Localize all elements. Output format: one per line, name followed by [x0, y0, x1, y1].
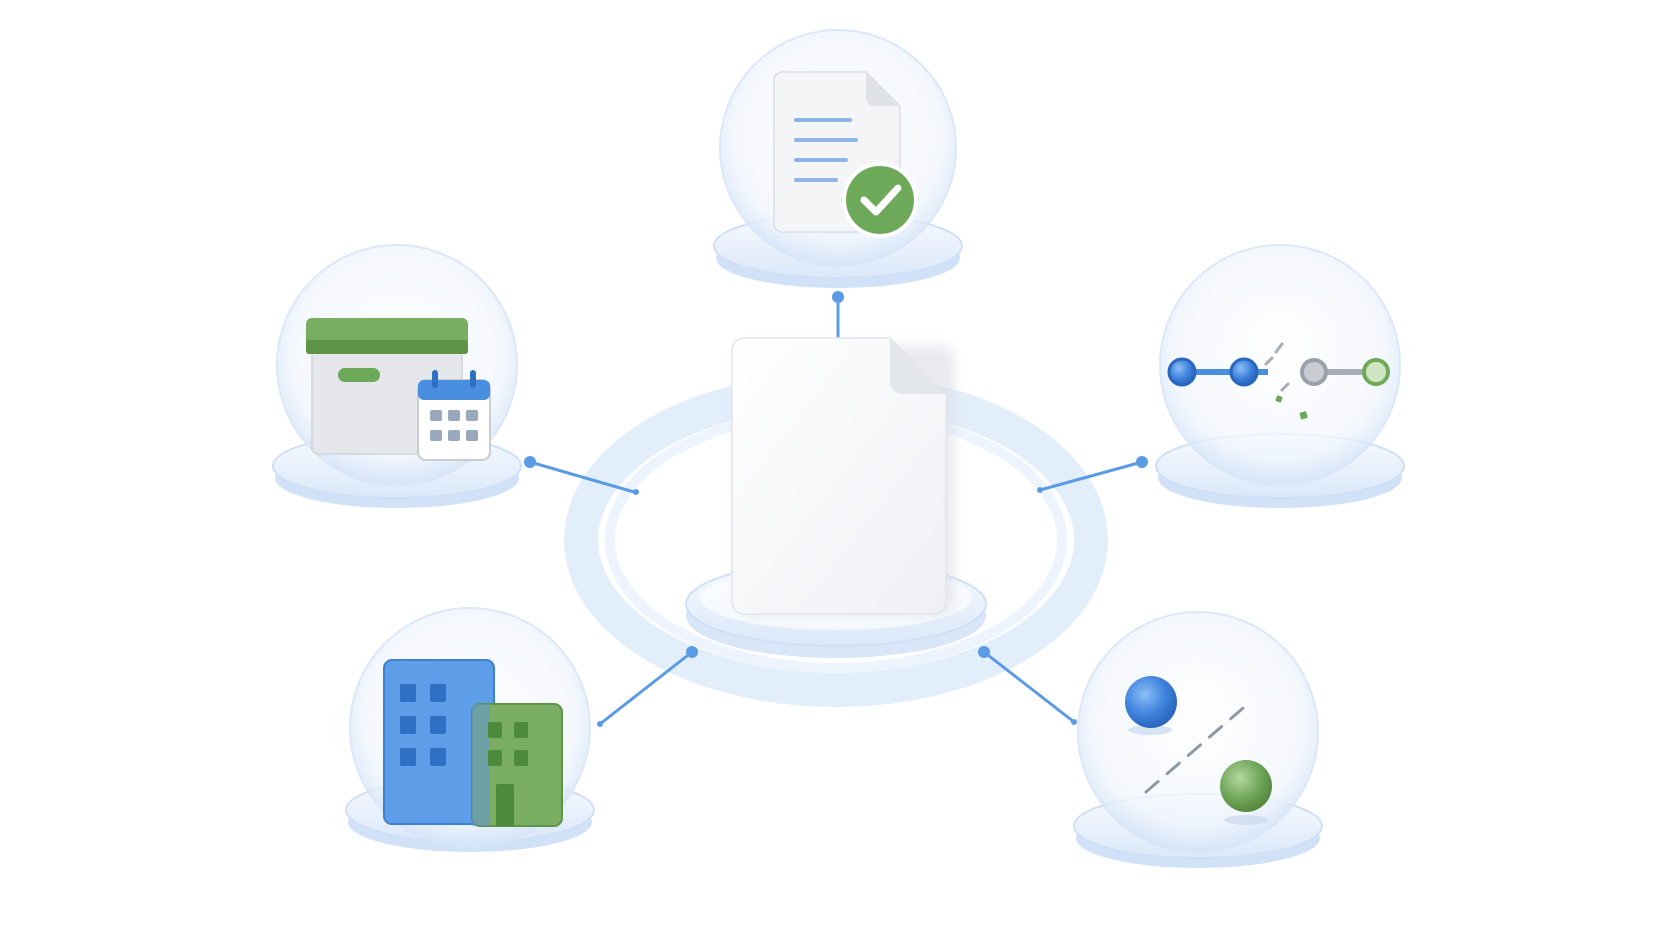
- buildings-icon: [383, 659, 563, 827]
- node-approved-document: [713, 29, 963, 288]
- connector-right-upper: [1037, 456, 1148, 493]
- document-check-icon: [773, 71, 918, 238]
- broken-chain-icon: [1167, 342, 1390, 420]
- node-archive-schedule: [272, 244, 522, 508]
- node-separated-parties: [1073, 611, 1323, 868]
- center-node: [685, 337, 987, 658]
- separated-spheres-icon: [1125, 676, 1272, 825]
- connector-left-upper: [524, 456, 639, 495]
- connector-right-lower: [978, 646, 1077, 725]
- archive-box-calendar-icon: [306, 318, 491, 461]
- node-organizations: [345, 607, 595, 852]
- blank-document-icon: [731, 337, 954, 615]
- node-broken-chain: [1155, 244, 1405, 508]
- connectors: [524, 291, 1148, 727]
- connector-left-lower: [597, 646, 698, 727]
- connector-top: [832, 291, 844, 338]
